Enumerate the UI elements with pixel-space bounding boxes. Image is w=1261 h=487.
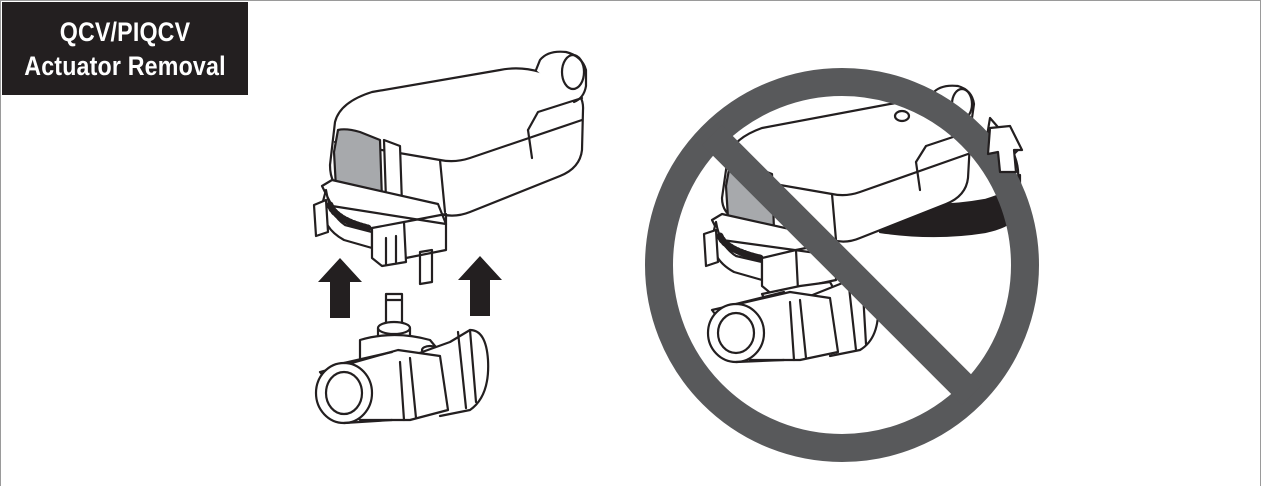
title-line-2: Actuator Removal [24,50,226,81]
actuator-left [312,50,588,286]
title-line-1: QCV/PIQCV [59,16,191,47]
up-arrow-icon [318,256,502,318]
figure-title: QCV/PIQCV Actuator Removal [2,2,248,95]
no-symbol-icon [645,68,1039,462]
valve-right [706,274,880,364]
valve-left [314,292,490,425]
rotate-arrow-icon [986,124,1024,174]
